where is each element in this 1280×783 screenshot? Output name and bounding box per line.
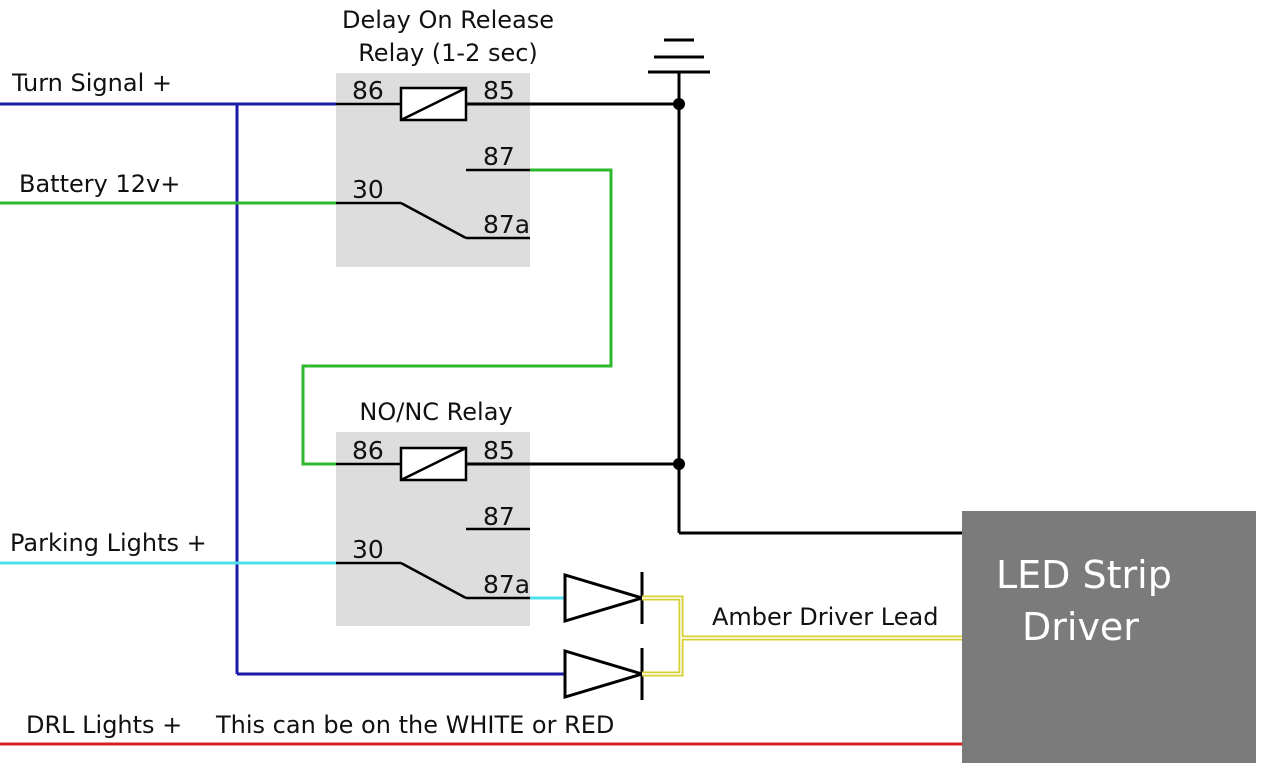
junction-dot <box>673 98 685 110</box>
ground-icon <box>648 38 710 74</box>
relay2-pin-87a: 87a <box>483 570 530 599</box>
relay2-pin-86: 86 <box>352 436 384 465</box>
relay1-internals <box>336 102 530 240</box>
relay2-pin-85: 85 <box>483 436 515 465</box>
coil-icon <box>399 86 468 122</box>
relay1-pin-85: 85 <box>483 76 515 105</box>
junction-dot <box>673 458 685 470</box>
led-driver-box <box>962 511 1256 763</box>
turn-signal-label: Turn Signal + <box>11 69 172 97</box>
relay1-pin-87a: 87a <box>483 210 530 239</box>
diode-icon <box>563 572 648 624</box>
drl-lights-label: DRL Lights + <box>26 711 182 739</box>
battery-wire <box>0 168 613 466</box>
parking-lights-wire <box>0 561 565 600</box>
ground-wire <box>466 72 962 535</box>
diode-icon <box>563 648 648 700</box>
relay2-title: NO/NC Relay <box>359 398 512 426</box>
relay2-internals <box>336 462 530 600</box>
coil-icon <box>399 446 468 482</box>
parking-lights-label: Parking Lights + <box>10 529 207 557</box>
relay2-pin-30: 30 <box>352 535 384 564</box>
relay2-pin-87: 87 <box>483 502 515 531</box>
amber-lead-label: Amber Driver Lead <box>712 603 938 631</box>
relay1-title-line2: Relay (1-2 sec) <box>358 39 538 67</box>
led-driver-title-line2: Driver <box>1022 605 1139 649</box>
relay1-pin-30: 30 <box>352 175 384 204</box>
drl-note: This can be on the WHITE or RED <box>215 711 614 739</box>
battery-label: Battery 12v+ <box>19 170 180 198</box>
led-driver-title-line1: LED Strip <box>996 553 1172 597</box>
amber-driver-lead <box>642 595 962 677</box>
turn-signal-wire <box>0 102 565 676</box>
relay1-pin-87: 87 <box>483 142 515 171</box>
relay1-pin-86: 86 <box>352 76 384 105</box>
relay1-title-line1: Delay On Release <box>342 6 554 34</box>
